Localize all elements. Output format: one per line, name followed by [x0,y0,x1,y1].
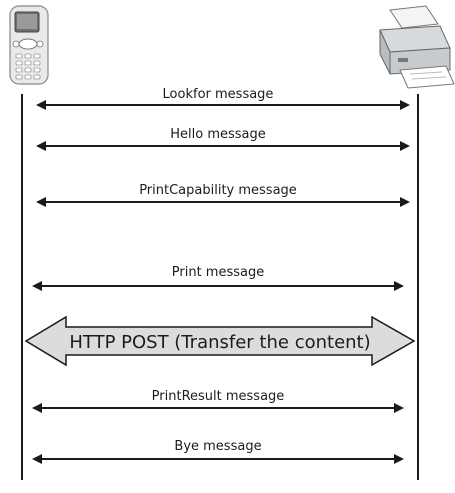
message-hello: Hello message [36,127,410,151]
message-print-result: PrintResult message [32,389,404,413]
message-bye: Bye message [32,439,404,464]
message-label: Lookfor message [163,87,274,102]
message-label: Bye message [174,439,261,454]
message-lookfor: Lookfor message [36,87,410,110]
message-label: Hello message [170,127,266,142]
printer-icon [379,5,455,89]
message-label: PrintCapability message [139,183,297,198]
message-label: Print message [172,265,264,280]
mobile-phone-icon [9,5,49,85]
message-print-capability: PrintCapability message [36,183,410,207]
transfer-arrow: HTTP POST (Transfer the content) [24,315,416,367]
message-label: PrintResult message [152,389,285,404]
transfer-label: HTTP POST (Transfer the content) [69,332,370,353]
message-print: Print message [32,265,404,291]
